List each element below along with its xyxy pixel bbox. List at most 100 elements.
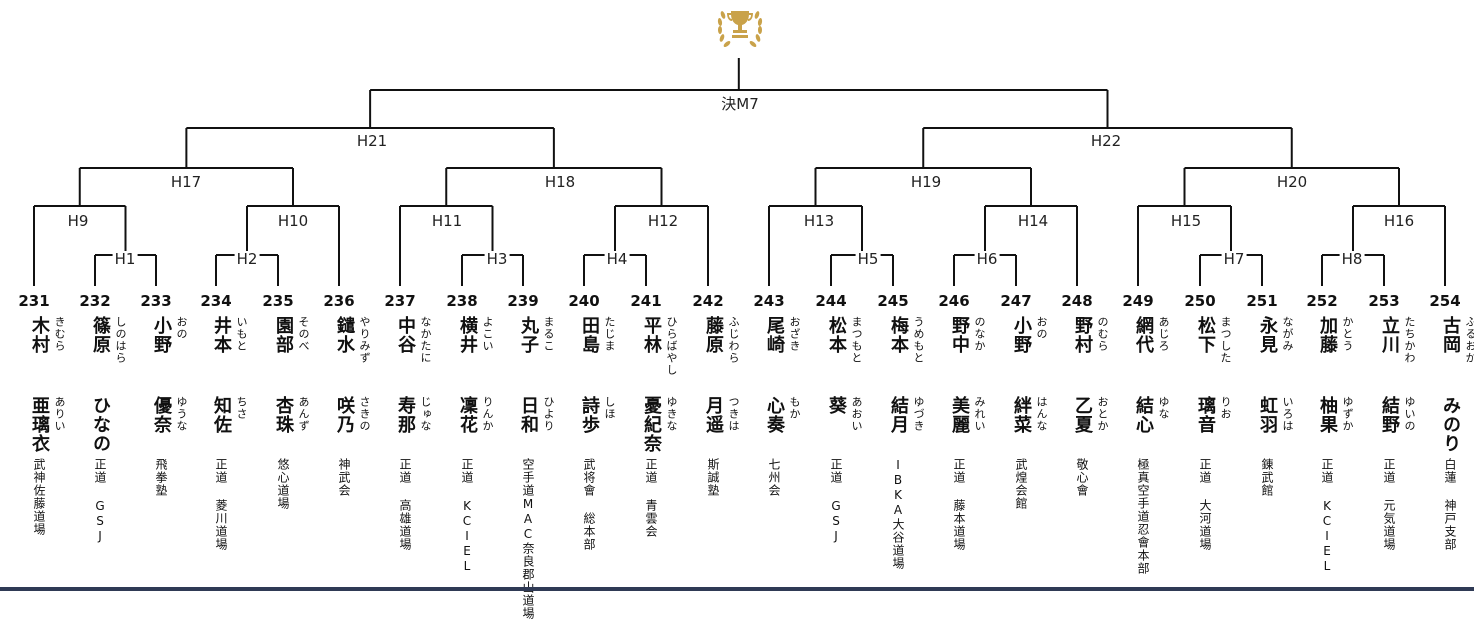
entry-surname: 木村 xyxy=(29,316,50,354)
entry-number: 244 xyxy=(815,292,847,310)
entry-number: 240 xyxy=(568,292,600,310)
entry-surname-kana: ふるおか xyxy=(1464,316,1474,364)
entry-given-kana: はんな xyxy=(1035,396,1048,432)
entry-number: 252 xyxy=(1306,292,1338,310)
entry-given-name: 美麗 xyxy=(949,396,970,434)
entry-surname: 篠原 xyxy=(90,316,111,354)
entry-surname-kana: ひらばやし xyxy=(665,316,678,376)
entry-given-kana: つきは xyxy=(727,396,740,432)
entry-given-name: 詩歩 xyxy=(579,396,600,434)
entry-given-name: 絆菜 xyxy=(1011,396,1032,434)
match-label-h14: H14 xyxy=(1015,212,1051,230)
entry-given-kana: ありい xyxy=(53,396,66,432)
entry-surname-kana: よこい xyxy=(481,316,494,352)
entry-surname: 松本 xyxy=(826,316,847,354)
entry-number: 237 xyxy=(384,292,416,310)
entry-given-name: 凜花 xyxy=(457,396,478,434)
entry-number: 238 xyxy=(446,292,478,310)
entry-dojo: 斯誠塾 xyxy=(706,458,720,497)
entry-surname: 尾崎 xyxy=(764,316,785,354)
entry-given-kana: ゆづき xyxy=(912,396,925,432)
match-label-m7: 決M7 xyxy=(719,95,761,113)
match-label-h7: H7 xyxy=(1221,250,1247,268)
entry-surname-kana: まつした xyxy=(1219,316,1232,364)
entry-surname-kana: あじろ xyxy=(1157,316,1170,352)
entry-given-name: 知佐 xyxy=(211,396,232,434)
entry-surname: 立川 xyxy=(1379,316,1400,354)
match-label-h2: H2 xyxy=(234,250,260,268)
entry-given-kana: もか xyxy=(788,396,801,420)
entry-surname: 平林 xyxy=(641,316,662,354)
entry-given-name: 虹羽 xyxy=(1257,396,1278,434)
entry-surname-kana: たちかわ xyxy=(1403,316,1416,364)
entry-surname-kana: なかたに xyxy=(419,316,432,364)
entry-dojo: 神武会 xyxy=(337,458,351,497)
entry-number: 232 xyxy=(79,292,111,310)
entry-surname: 永見 xyxy=(1257,316,1278,354)
match-label-h16: H16 xyxy=(1381,212,1417,230)
match-label-h12: H12 xyxy=(645,212,681,230)
entry-surname-kana: のむら xyxy=(1096,316,1109,352)
match-label-h1: H1 xyxy=(112,250,138,268)
entry-given-kana: さきの xyxy=(358,396,371,432)
entry-given-kana: ゆきな xyxy=(665,396,678,432)
entry-number: 235 xyxy=(262,292,294,310)
match-label-h8: H8 xyxy=(1339,250,1365,268)
entry-given-kana: ゆいの xyxy=(1403,396,1416,432)
entry-given-name: 結月 xyxy=(888,396,909,434)
entry-given-name: 優奈 xyxy=(151,396,172,434)
entry-surname-kana: うめもと xyxy=(912,316,925,364)
entry-given-kana: みれい xyxy=(973,396,986,432)
entry-given-kana: おとか xyxy=(1096,396,1109,432)
match-label-h19: H19 xyxy=(908,173,944,191)
entry-given-kana: りお xyxy=(1219,396,1232,420)
entry-dojo: 空手道MAC奈良郡山道場 xyxy=(521,458,535,620)
entry-dojo: 正道 菱川道場 xyxy=(214,458,228,551)
match-label-h20: H20 xyxy=(1274,173,1310,191)
entry-surname-kana: しのはら xyxy=(114,316,127,364)
entry-dojo: 飛拳塾 xyxy=(154,458,168,497)
entry-dojo: 正道 KCIEL xyxy=(1320,458,1334,574)
entry-surname-kana: ふじわら xyxy=(727,316,740,364)
entry-surname-kana: そのべ xyxy=(297,316,310,352)
entry-surname-kana: やりみず xyxy=(358,316,371,364)
match-label-h5: H5 xyxy=(855,250,881,268)
entry-given-name: 心奏 xyxy=(764,396,785,434)
entry-surname: 丸子 xyxy=(518,316,539,354)
entry-given-kana: しほ xyxy=(603,396,616,420)
entry-dojo: 正道 藤本道場 xyxy=(952,458,966,551)
entry-given-name: 日和 xyxy=(518,396,539,434)
entry-dojo: 武煌会館 xyxy=(1014,458,1028,510)
entry-number: 233 xyxy=(140,292,172,310)
entry-dojo: 正道 GSJ xyxy=(829,458,843,544)
entry-given-kana: じゅな xyxy=(419,396,432,432)
entry-dojo: 武将會 総本部 xyxy=(582,458,596,551)
entry-dojo: 正道 高雄道場 xyxy=(398,458,412,551)
match-label-h17: H17 xyxy=(168,173,204,191)
entry-surname: 野中 xyxy=(949,316,970,354)
entry-number: 251 xyxy=(1246,292,1278,310)
entry-dojo: IBKA大谷道場 xyxy=(891,458,905,570)
entry-dojo: 正道 KCIEL xyxy=(460,458,474,574)
entry-number: 245 xyxy=(877,292,909,310)
entry-surname: 梅本 xyxy=(888,316,909,354)
entry-number: 243 xyxy=(753,292,785,310)
entry-given-name: 寿那 xyxy=(395,396,416,434)
match-label-h4: H4 xyxy=(604,250,630,268)
